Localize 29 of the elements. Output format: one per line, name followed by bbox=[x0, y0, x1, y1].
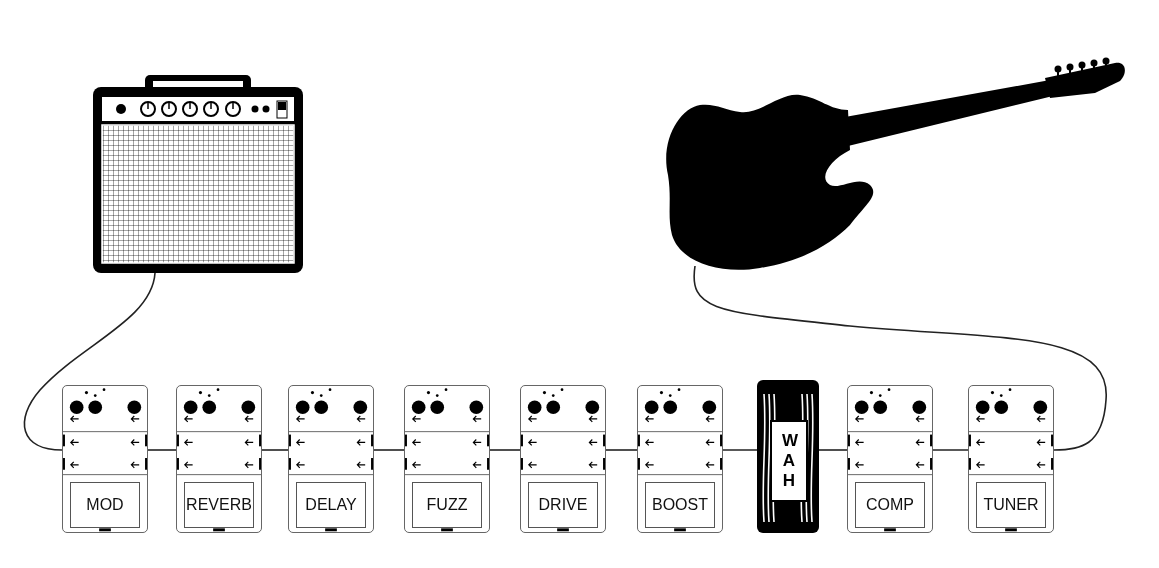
cable bbox=[722, 449, 758, 451]
cable bbox=[605, 449, 638, 451]
effect-pedal bbox=[637, 385, 723, 533]
effect-pedal bbox=[968, 385, 1054, 533]
cable bbox=[693, 265, 1107, 451]
effect-pedal bbox=[520, 385, 606, 533]
wah-pedal bbox=[757, 380, 819, 533]
effect-pedal bbox=[176, 385, 262, 533]
cable bbox=[373, 449, 405, 451]
pedal-label: MOD bbox=[70, 482, 140, 528]
pedal-label: FUZZ bbox=[412, 482, 482, 528]
cable bbox=[818, 449, 848, 451]
effect-pedal bbox=[404, 385, 490, 533]
pedal-label: BOOST bbox=[645, 482, 715, 528]
amplifier-drawing bbox=[93, 75, 303, 273]
effect-pedal bbox=[62, 385, 148, 533]
pedal-label: TUNER bbox=[976, 482, 1046, 528]
pedal-label: DRIVE bbox=[528, 482, 598, 528]
cable bbox=[23, 272, 156, 451]
cable bbox=[489, 449, 521, 451]
pedal-label: DELAY bbox=[296, 482, 366, 528]
effect-pedal bbox=[288, 385, 374, 533]
pedal-label: WAH bbox=[782, 431, 796, 491]
pedal-label: COMP bbox=[855, 482, 925, 528]
pedal-label: REVERB bbox=[184, 482, 254, 528]
effect-pedal bbox=[847, 385, 933, 533]
cable bbox=[147, 449, 177, 451]
cable bbox=[261, 449, 289, 451]
cable bbox=[932, 449, 969, 451]
